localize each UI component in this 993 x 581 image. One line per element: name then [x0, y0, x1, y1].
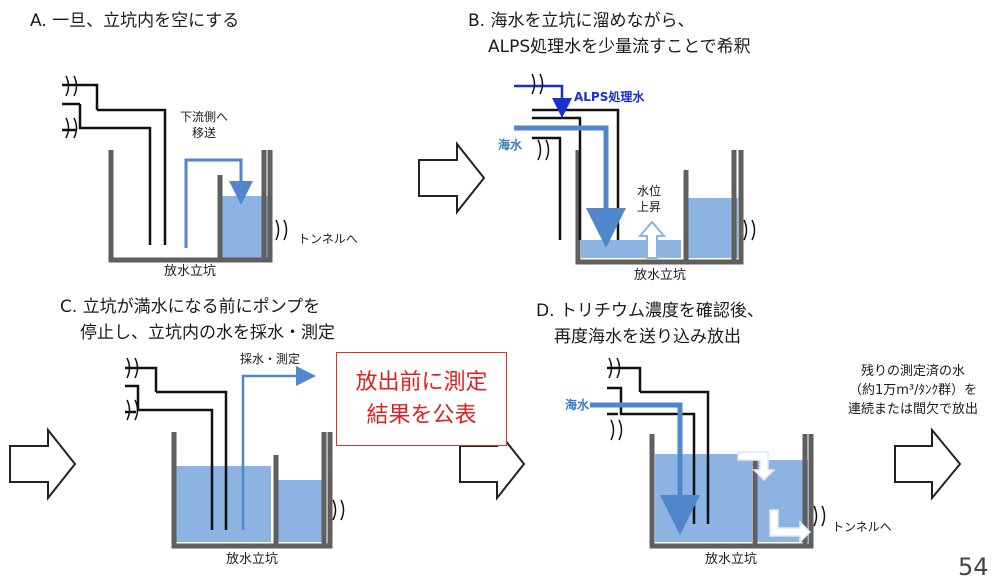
side-note-line-3: 連続または間欠で放出	[847, 402, 978, 417]
panel-a-tunnel-label: トンネルへ	[298, 232, 358, 246]
panel-a-transfer-label-1: 下流側へ	[180, 110, 229, 124]
flow-arrow-release	[894, 427, 962, 501]
panel-c-sampling-arrow	[241, 366, 316, 530]
flow-arrow-bc	[9, 427, 77, 501]
panel-c-heading-1: C. 立坑が満水になる前にポンプを	[60, 297, 321, 317]
panel-b-alps-label: ALPS処理水	[574, 90, 645, 104]
panel-a-transfer-label-2: 移送	[192, 126, 217, 140]
panel-d-tunnel-label: トンネルへ	[832, 520, 892, 534]
panel-b-alps-flow	[514, 84, 572, 118]
panel-b-level-up-arrow	[637, 220, 667, 259]
panel-b-water-right	[688, 198, 738, 258]
panel-b-shaft-label: 放水立坑	[634, 268, 687, 283]
panel-c-water-right	[276, 480, 326, 542]
panel-a-pipes	[62, 83, 152, 245]
panel-c-water-left	[176, 466, 271, 542]
remaining-water-note: 残りの測定済の水 （約1万m³/ﾀﾝｸ群）を 連続または間欠で放出	[838, 362, 988, 419]
publish-results-callout: 放出前に測定 結果を公表	[336, 352, 507, 446]
page-number: 54	[958, 553, 989, 581]
panel-b-seawater-label: 海水	[498, 138, 523, 152]
panel-c-sampling-label: 採水・測定	[240, 352, 301, 366]
panel-a-transfer-arrow	[184, 158, 253, 248]
panel-c-heading-2: 停止し、立坑内の水を採水・測定	[80, 323, 335, 343]
panel-d-shaft-label: 放水立坑	[705, 552, 758, 567]
panel-b-level-label-2: 上昇	[637, 200, 662, 214]
panel-d-tunnel-arrow	[769, 509, 812, 544]
panel-a-heading: A. 一旦、立坑内を空にする	[30, 11, 240, 31]
panel-a-diagram	[62, 75, 288, 263]
panel-d-seawater-label: 海水	[565, 398, 590, 412]
panel-b-diagram	[514, 73, 756, 265]
panel-a-shaft-label: 放水立坑	[164, 264, 217, 279]
side-note-line-1: 残りの測定済の水	[860, 364, 965, 379]
panel-a-break-marks	[65, 75, 78, 139]
panel-b-level-label-1: 水位	[637, 184, 662, 198]
panel-d-water-left	[655, 454, 752, 542]
panel-c-diagram	[125, 357, 345, 549]
callout-line-2: 結果を公表	[366, 403, 477, 428]
flow-arrow-ab	[418, 141, 486, 215]
panel-d-heading-2: 再度海水を送り込み放出	[554, 327, 741, 347]
panel-c-shaft-label: 放水立坑	[226, 552, 279, 567]
panel-d-overflow-arrow	[737, 451, 776, 482]
panel-a-shaft-wall	[108, 150, 273, 263]
panel-b-heading-1: B. 海水を立坑に溜めながら、	[468, 11, 695, 31]
callout-line-1: 放出前に測定	[355, 370, 488, 395]
panel-d-heading-1: D. トリチウム濃度を確認後、	[536, 301, 764, 321]
panel-d-seawater-flow	[590, 402, 700, 535]
side-note-line-2: （約1万m³/ﾀﾝｸ群）を	[848, 383, 978, 398]
panel-d-diagram	[590, 357, 826, 549]
panel-b-heading-2: ALPS処理水を少量流すことで希釈	[488, 37, 751, 57]
panel-b-water-left	[581, 240, 681, 258]
panel-b-seawater-flow	[514, 125, 626, 248]
